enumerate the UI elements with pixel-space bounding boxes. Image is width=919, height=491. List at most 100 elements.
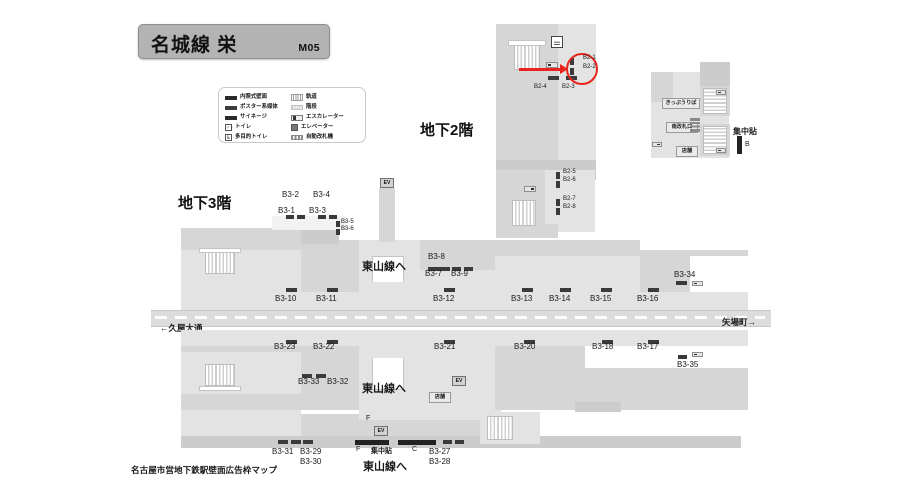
track-dash-line [155,316,765,319]
ad-frame-bar-b [737,136,742,154]
ad-frame-tick [336,229,340,235]
b3-lower-far-right [640,368,748,410]
ad-frame-tick [524,340,535,344]
ad-frame-tick [676,281,687,285]
toilet-icon: ⚌ [551,36,563,48]
higashiyama-direction-1: 東山線へ [362,261,406,273]
legend-item: ポスター系媒体 [225,103,278,113]
frame-label-b3-31: B3-31 [272,447,294,456]
frame-label-b3-30: B3-30 [300,457,322,466]
annex-escalator-1 [716,90,726,95]
ad-frame-tick [452,267,461,271]
frame-label-b2-6: B2-6 [563,177,576,183]
b3-ev-shaft-upper [379,188,395,242]
map-caption: 名古屋市営地下鉄駅壁面広告枠マップ [131,465,278,475]
ad-frame-tick [278,440,288,444]
frame-label-b3-18: B3-18 [592,342,614,351]
ad-frame-tick [556,172,560,179]
floor-label-b3: 地下3階 [178,195,232,212]
legend-item: 軌道 [291,93,344,103]
concentrated-label-right: 集中貼 [733,127,757,136]
frame-label-b3-32: B3-32 [327,377,349,386]
b3-center-landing-2 [362,346,416,358]
station-code: M05 [298,42,320,54]
ad-frame-tick [303,440,313,444]
frame-label-b3-14: B3-14 [549,294,571,303]
legend-item: 自動改札機 [291,133,344,143]
ad-frame-tick [302,374,312,378]
legend-panel: 内照式壁面 ポスター系媒体 サイネージ ♂♀ トイレ ♿ 多目的トイレ 軌 [218,87,366,143]
legend-label: サイネージ [240,114,267,121]
b3-escalator-right-lower [692,352,703,357]
legend-label: 軌道 [306,94,317,101]
frame-label-b3-3: B3-3 [309,206,326,215]
frame-label-b3-27: B3-27 [429,447,451,456]
frame-label-b3-7: B3-7 [425,269,442,278]
frame-label-b3-9: B3-9 [451,269,468,278]
ad-frame-tick [648,340,659,344]
b2-platform-right [558,24,596,170]
bottom-stairs [487,416,513,440]
ad-frame-tick [548,76,559,80]
highlight-circle-icon [566,53,598,85]
legend-column-left: 内照式壁面 ポスター系媒体 サイネージ ♂♀ トイレ ♿ 多目的トイレ [225,93,278,143]
legend-label: 自動改札機 [306,134,333,141]
ad-frame-bar-c [398,440,436,445]
highlight-arrow-icon [519,64,568,74]
frame-label-b3-20: B3-20 [514,342,536,351]
legend-label: 多目的トイレ [235,134,268,141]
legend-label: エスカレーター [306,114,344,121]
legend-item: 階段 [291,103,344,113]
frame-label-b3-6: B3-6 [341,226,354,232]
ad-frame-tick [316,374,326,378]
b3-stairs-lower-left [205,364,235,386]
concentrated-label-bottom: 集中貼 [371,448,392,455]
frame-label-b3-15: B3-15 [590,294,612,303]
b3-upper-right-inner [495,256,640,294]
b2-stairs-upper [514,44,540,70]
frame-label-b3-5: B3-5 [341,219,354,225]
legend-item: ♂♀ トイレ [225,123,278,133]
legend-label: トイレ [235,124,252,131]
bottom-f-marker-top: F [366,415,371,422]
shop-label-2: 店舗 [429,392,451,404]
ad-frame-tick [556,181,560,188]
shop-label: 店舗 [676,146,698,158]
ticket-office-label: きっぷうりば [662,98,700,110]
b2-escalator-1 [546,62,558,68]
ad-frame-tick [329,215,337,219]
b3-upper-walkway [181,292,748,310]
b2-stairs-landing [508,40,546,46]
ad-frame-tick [648,288,659,292]
legend-label: 内照式壁面 [240,94,267,101]
b2-stairs-lower [512,200,536,226]
frame-label-b3-2: B3-2 [282,190,299,199]
annex-block-b [700,62,730,88]
ad-frame-tick [602,340,613,344]
legend-item: ♿ 多目的トイレ [225,133,278,143]
frame-label-b3-1: B3-1 [278,206,295,215]
frame-label-b3-17: B3-17 [637,342,659,351]
ad-frame-tick [286,215,294,219]
b3-upper-center-dark [420,240,495,270]
floor-label-b2: 地下2階 [420,122,474,139]
ad-frame-tick [443,440,452,444]
legend-item: サイネージ [225,113,278,123]
b3-upper-left-inner [181,250,301,292]
ad-frame-tick [556,199,560,206]
b3-stairs-top-area [272,216,346,230]
ticket-gate-icon [291,135,303,141]
ad-frame-tick [286,340,297,344]
ad-frame-tick [327,340,338,344]
concentrated-code-right: B [745,141,750,148]
ad-frame-tick [464,267,473,271]
b2-lower-right [545,170,595,232]
elevator-label-1: EV [380,178,394,188]
solid-bar-dark-icon [225,95,237,100]
b3-center-landing [362,282,416,296]
legend-item: 内照式壁面 [225,93,278,103]
frame-label-b3-4: B3-4 [313,190,330,199]
frame-label-b2-7: B2-7 [563,196,576,202]
b3-upper-mid-strip [301,228,339,244]
elevator-icon [291,124,298,132]
